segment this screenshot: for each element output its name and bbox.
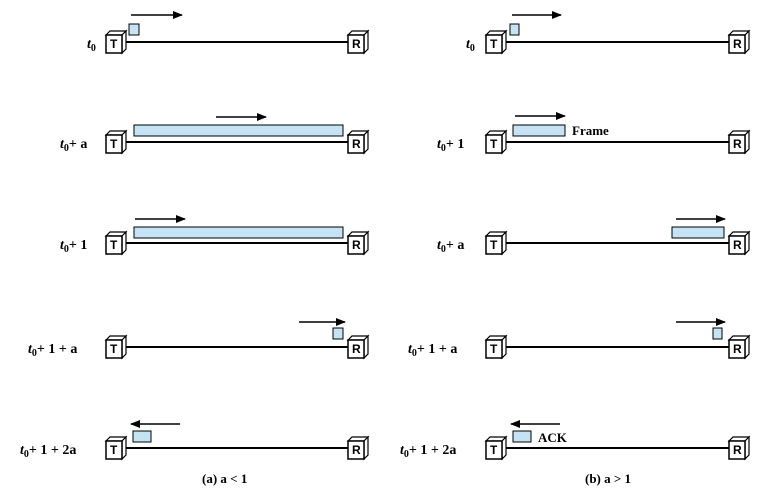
transmitter-label: T [490,137,498,151]
receiver-label: R [733,37,742,51]
right-row-5: t0+ 1 + 2a T R ACK [400,420,750,460]
receiver-label: R [733,342,742,356]
receiver-label: R [733,137,742,151]
transmitter-label: T [110,238,118,252]
time-label: t0+ 1 + a [28,342,77,359]
frame-block [512,124,566,137]
ack-block [132,430,152,443]
ack-label: ACK [538,430,568,445]
right-row-3: t0+ a T R [437,215,750,255]
caption-right: (b) a > 1 [585,471,631,486]
frame-label: Frame [572,123,609,138]
left-row-2: t0+ a T R [60,113,369,154]
time-label: t0 [466,37,475,54]
caption-left: (a) a < 1 [202,471,247,486]
time-label: t0+ 1 [60,238,87,255]
transmitter-label: T [110,37,118,51]
frame-block [133,124,344,137]
left-row-4: t0+ 1 + a T R [28,318,369,359]
receiver-label: R [352,37,361,51]
time-label: t0+ a [60,137,87,154]
receiver-label: R [352,443,361,457]
time-label: t0+ 1 + a [408,342,457,359]
frame-block [509,23,520,36]
receiver-label: R [733,238,742,252]
receiver-label: R [352,238,361,252]
transmitter-label: T [490,342,498,356]
transmitter-label: T [110,137,118,151]
ack-block [512,430,532,443]
receiver-label: R [733,443,742,457]
time-label: t0+ 1 + 2a [20,443,76,460]
right-row-4: t0+ 1 + a T R [408,318,750,359]
left-row-3: t0+ 1 T R [60,215,369,255]
frame-block [133,226,344,239]
transmitter-label: T [110,443,118,457]
transmitter-label: T [490,238,498,252]
receiver-label: R [352,342,361,356]
time-label: t0+ 1 [437,137,464,154]
frame-block [712,327,723,340]
time-label: t0+ a [437,238,464,255]
right-row-1: t0 T R [466,11,750,54]
receiver-label: R [352,137,361,151]
transmitter-label: T [490,443,498,457]
transmitter-label: T [110,342,118,356]
transmitter-label: T [490,37,498,51]
frame-block [671,226,725,239]
time-label: t0+ 1 + 2a [400,443,456,460]
right-row-2: t0+ 1 T R Frame [437,112,750,154]
frame-block [128,23,140,36]
left-row-5: t0+ 1 + 2a T R [20,420,369,460]
frame-block [332,327,344,340]
left-row-1: t0 T R [87,11,369,54]
time-label: t0 [87,37,96,54]
